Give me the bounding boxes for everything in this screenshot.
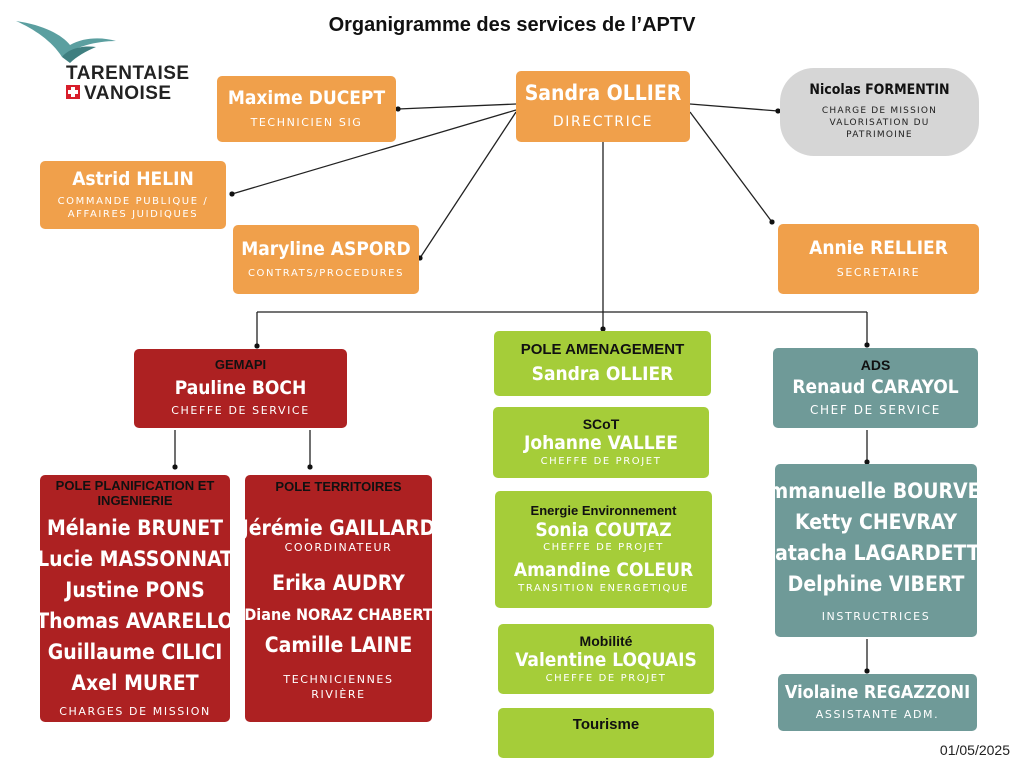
director-role: DIRECTRICE	[552, 113, 654, 130]
ads-head: ADS	[860, 357, 891, 374]
planif-member: Mélanie BRUNET	[46, 515, 224, 540]
energie-name2: Amandine COLEUR	[513, 558, 694, 581]
gemapi-role: CHEFFE DE SERVICE	[171, 403, 310, 417]
line-director-maxime	[395, 103, 517, 112]
maxime-name: Maxime DUCEPT	[227, 87, 386, 110]
nicolas-box: Nicolas FORMENTIN CHARGE DE MISSION VALO…	[780, 68, 979, 156]
maryline-name: Maryline ASPORD	[241, 238, 411, 261]
astrid-box: Astrid HELIN COMMANDE PUBLIQUE / AFFAIRE…	[40, 161, 226, 229]
line-director-nicolas	[689, 103, 781, 114]
instructrices-box: Emmanuelle BOURVEN Ketty CHEVRAY Natacha…	[756, 464, 996, 637]
logo: TARENTAISE VANOISE	[4, 7, 189, 104]
instructrice-member: Ketty CHEVRAY	[794, 510, 958, 535]
territoires-member: Erika AUDRY	[272, 570, 405, 595]
line-director-annie	[689, 111, 775, 225]
bird-logo-icon	[16, 21, 116, 63]
nicolas-name: Nicolas FORMENTIN	[809, 82, 950, 99]
scot-head: SCoT	[582, 416, 620, 433]
energie-head: Energie Environnement	[530, 502, 677, 518]
instructrice-member: Natacha LAGARDETTE	[759, 541, 993, 566]
mobilite-box: Mobilité Valentine LOQUAIS CHEFFE DE PRO…	[498, 624, 714, 694]
energie-role2: TRANSITION ENERGETIQUE	[518, 582, 689, 594]
territoires-box: POLE TERRITOIRES Jérémie GAILLARD COORDI…	[242, 475, 435, 722]
logo-text-line2: VANOISE	[84, 83, 172, 104]
tourisme-box: Tourisme	[498, 708, 714, 758]
annie-name: Annie RELLIER	[809, 237, 948, 260]
scot-role: CHEFFE DE PROJET	[540, 456, 662, 468]
astrid-name: Astrid HELIN	[72, 168, 194, 191]
mobilite-role: CHEFFE DE PROJET	[545, 672, 667, 684]
tourisme-head: Tourisme	[572, 716, 640, 733]
planif-head: POLE PLANIFICATION ET INGENIERIE	[55, 478, 215, 508]
date-stamp: 01/05/2025	[939, 742, 1010, 758]
assistante-name: Violaine REGAZZONI	[784, 682, 971, 704]
instructrices-role: INSTRUCTRICES	[821, 610, 931, 624]
maxime-box: Maxime DUCEPT TECHNICIEN SIG	[217, 76, 396, 142]
instructrice-member: Emmanuelle BOURVEN	[755, 479, 997, 504]
page-title: Organigramme des services de l’APTV	[328, 14, 696, 36]
assistante-role: ASSISTANTE ADM.	[815, 707, 940, 721]
gemapi-name: Pauline BOCH	[174, 377, 307, 400]
annie-box: Annie RELLIER SECRETAIRE	[778, 224, 979, 294]
maxime-role: TECHNICIEN SIG	[250, 115, 363, 129]
territoires-head: POLE TERRITOIRES	[275, 479, 402, 494]
ads-box: ADS Renaud CARAYOL CHEF DE SERVICE	[773, 348, 978, 428]
mobilite-head: Mobilité	[579, 632, 633, 649]
territoires-member: Camille LAINE	[264, 632, 413, 657]
astrid-role: COMMANDE PUBLIQUE / AFFAIRES JUIDIQUES	[57, 195, 209, 221]
ads-role: CHEF DE SERVICE	[810, 403, 941, 418]
logo-text-line1: TARENTAISE	[66, 63, 190, 84]
annie-role: SECRETAIRE	[836, 265, 921, 279]
line-director-astrid	[229, 109, 517, 197]
territoires-coordinator-role: COORDINATEUR	[284, 540, 393, 554]
logo-flag-icon	[66, 85, 80, 99]
ads-name: Renaud CARAYOL	[792, 375, 959, 398]
territoires-member: Diane NORAZ CHABERT	[244, 604, 433, 624]
planif-role: CHARGES DE MISSION	[59, 704, 211, 718]
nicolas-role: CHARGE DE MISSION VALORISATION DU PATRIM…	[821, 106, 938, 141]
territoires-coordinator: Jérémie GAILLARD	[241, 515, 436, 540]
maryline-role: CONTRATS/PROCEDURES	[247, 268, 405, 280]
planif-member: Guillaume CILICI	[47, 639, 223, 664]
gemapi-head: GEMAPI	[214, 357, 267, 373]
mobilite-name: Valentine LOQUAIS	[515, 648, 697, 671]
director-box: Sandra OLLIER DIRECTRICE	[516, 71, 690, 142]
planif-member: Justine PONS	[65, 577, 205, 602]
planif-member: Lucie MASSONNAT	[37, 546, 233, 571]
amenagement-name: Sandra OLLIER	[531, 362, 674, 385]
director-name: Sandra OLLIER	[524, 81, 682, 106]
energie-name1: Sonia COUTAZ	[535, 518, 672, 541]
maryline-box: Maryline ASPORD CONTRATS/PROCEDURES	[233, 225, 419, 294]
gemapi-box: GEMAPI Pauline BOCH CHEFFE DE SERVICE	[134, 349, 347, 428]
energie-box: Energie Environnement Sonia COUTAZ CHEFF…	[495, 491, 712, 608]
amenagement-head: POLE AMENAGEMENT	[520, 341, 685, 359]
planif-member: Axel MURET	[71, 670, 199, 695]
scot-name: Johanne VALLEE	[523, 432, 678, 455]
planif-box: POLE PLANIFICATION ET INGENIERIE Mélanie…	[36, 475, 234, 722]
territoires-members: Erika AUDRY Diane NORAZ CHABERT Camille …	[244, 568, 432, 661]
territoires-role: TECHNICIENNES RIVIÈRE	[283, 672, 394, 701]
assistante-box: Violaine REGAZZONI ASSISTANTE ADM.	[778, 674, 977, 731]
scot-box: SCoT Johanne VALLEE CHEFFE DE PROJET	[493, 407, 709, 478]
instructrices-members: Emmanuelle BOURVEN Ketty CHEVRAY Natacha…	[756, 476, 997, 600]
instructrice-member: Delphine VIBERT	[787, 572, 965, 597]
energie-role1: CHEFFE DE PROJET	[543, 542, 664, 554]
planif-member: Thomas AVARELLO	[36, 608, 234, 633]
amenagement-box: POLE AMENAGEMENT Sandra OLLIER	[494, 331, 711, 396]
planif-members: Mélanie BRUNET Lucie MASSONNAT Justine P…	[36, 513, 233, 699]
line-director-maryline	[417, 111, 517, 261]
